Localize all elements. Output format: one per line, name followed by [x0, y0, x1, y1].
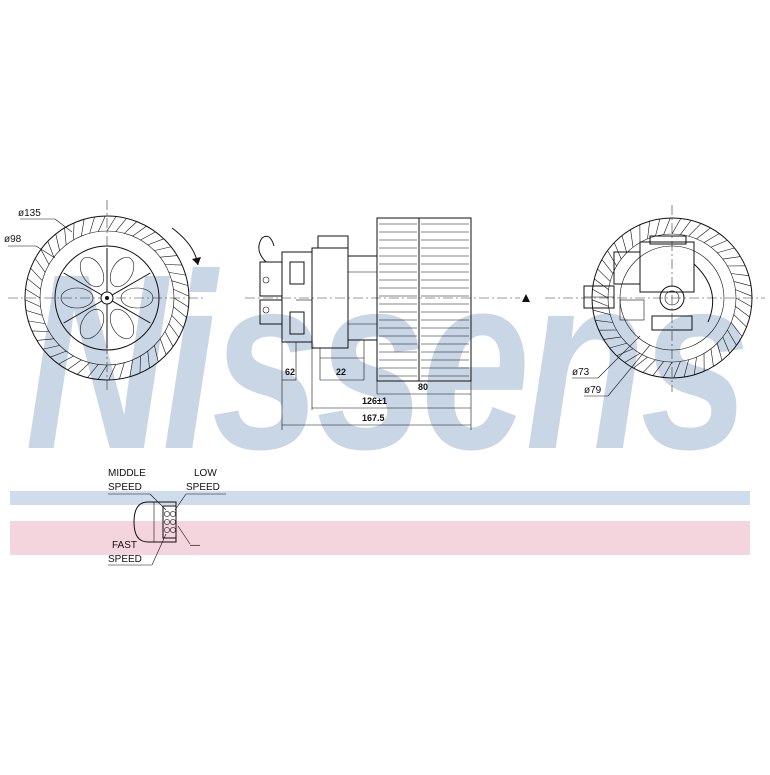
fast-speed-label-2: SPEED: [108, 554, 142, 565]
outer-diameter-label: ø135: [18, 208, 41, 219]
dim-22: 22: [336, 367, 346, 377]
middle-speed-label-2: SPEED: [108, 482, 142, 493]
middle-speed-label-1: MIDDLE: [108, 468, 146, 479]
dim-126: 126±1: [362, 396, 387, 406]
blue-band: [10, 491, 750, 505]
fast-speed-label-1: FAST: [112, 540, 137, 551]
dim-167: 167.5: [362, 413, 385, 423]
inner-diameter-label: ø98: [4, 234, 22, 245]
diameter-79-label: ø79: [584, 385, 602, 396]
ground-symbol: —: [190, 540, 200, 551]
low-speed-label-2: SPEED: [186, 482, 220, 493]
dim-80: 80: [418, 382, 428, 392]
low-speed-label-1: LOW: [194, 468, 217, 479]
dim-62: 62: [285, 367, 295, 377]
diameter-73-label: ø73: [572, 367, 590, 378]
